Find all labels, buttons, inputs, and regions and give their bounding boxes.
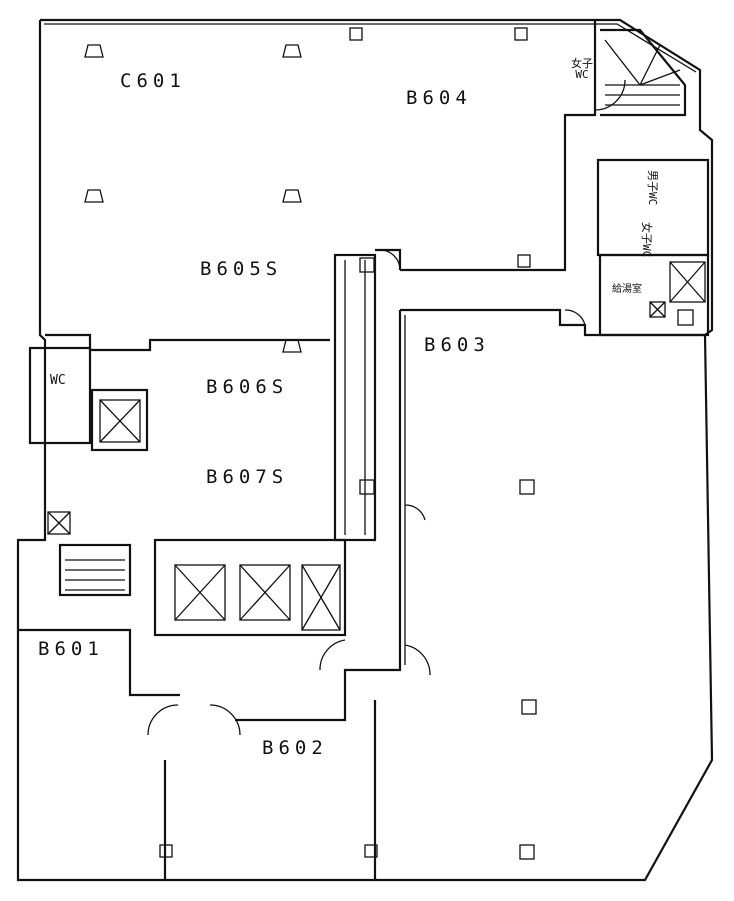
wc-label-womens-2: 女子WC [640,222,653,258]
room-label-b607s: B607S [206,466,289,488]
room-label-c601: C601 [120,70,186,92]
room-label-b601: B601 [38,638,104,660]
outer-wall [16,18,714,882]
wc-label-left: WC [50,373,66,388]
room-label-b605s: B605S [200,258,283,280]
room-label-b606s: B606S [206,376,289,398]
wc-label-mens: 男子WC [646,170,659,206]
room-label-b603: B603 [424,334,490,356]
room-label-b602: B602 [262,737,328,759]
kitchenette-label: 給湯室 [612,284,642,295]
room-label-b604: B604 [406,87,472,109]
wc-label-womens: 女子WC [571,57,593,81]
